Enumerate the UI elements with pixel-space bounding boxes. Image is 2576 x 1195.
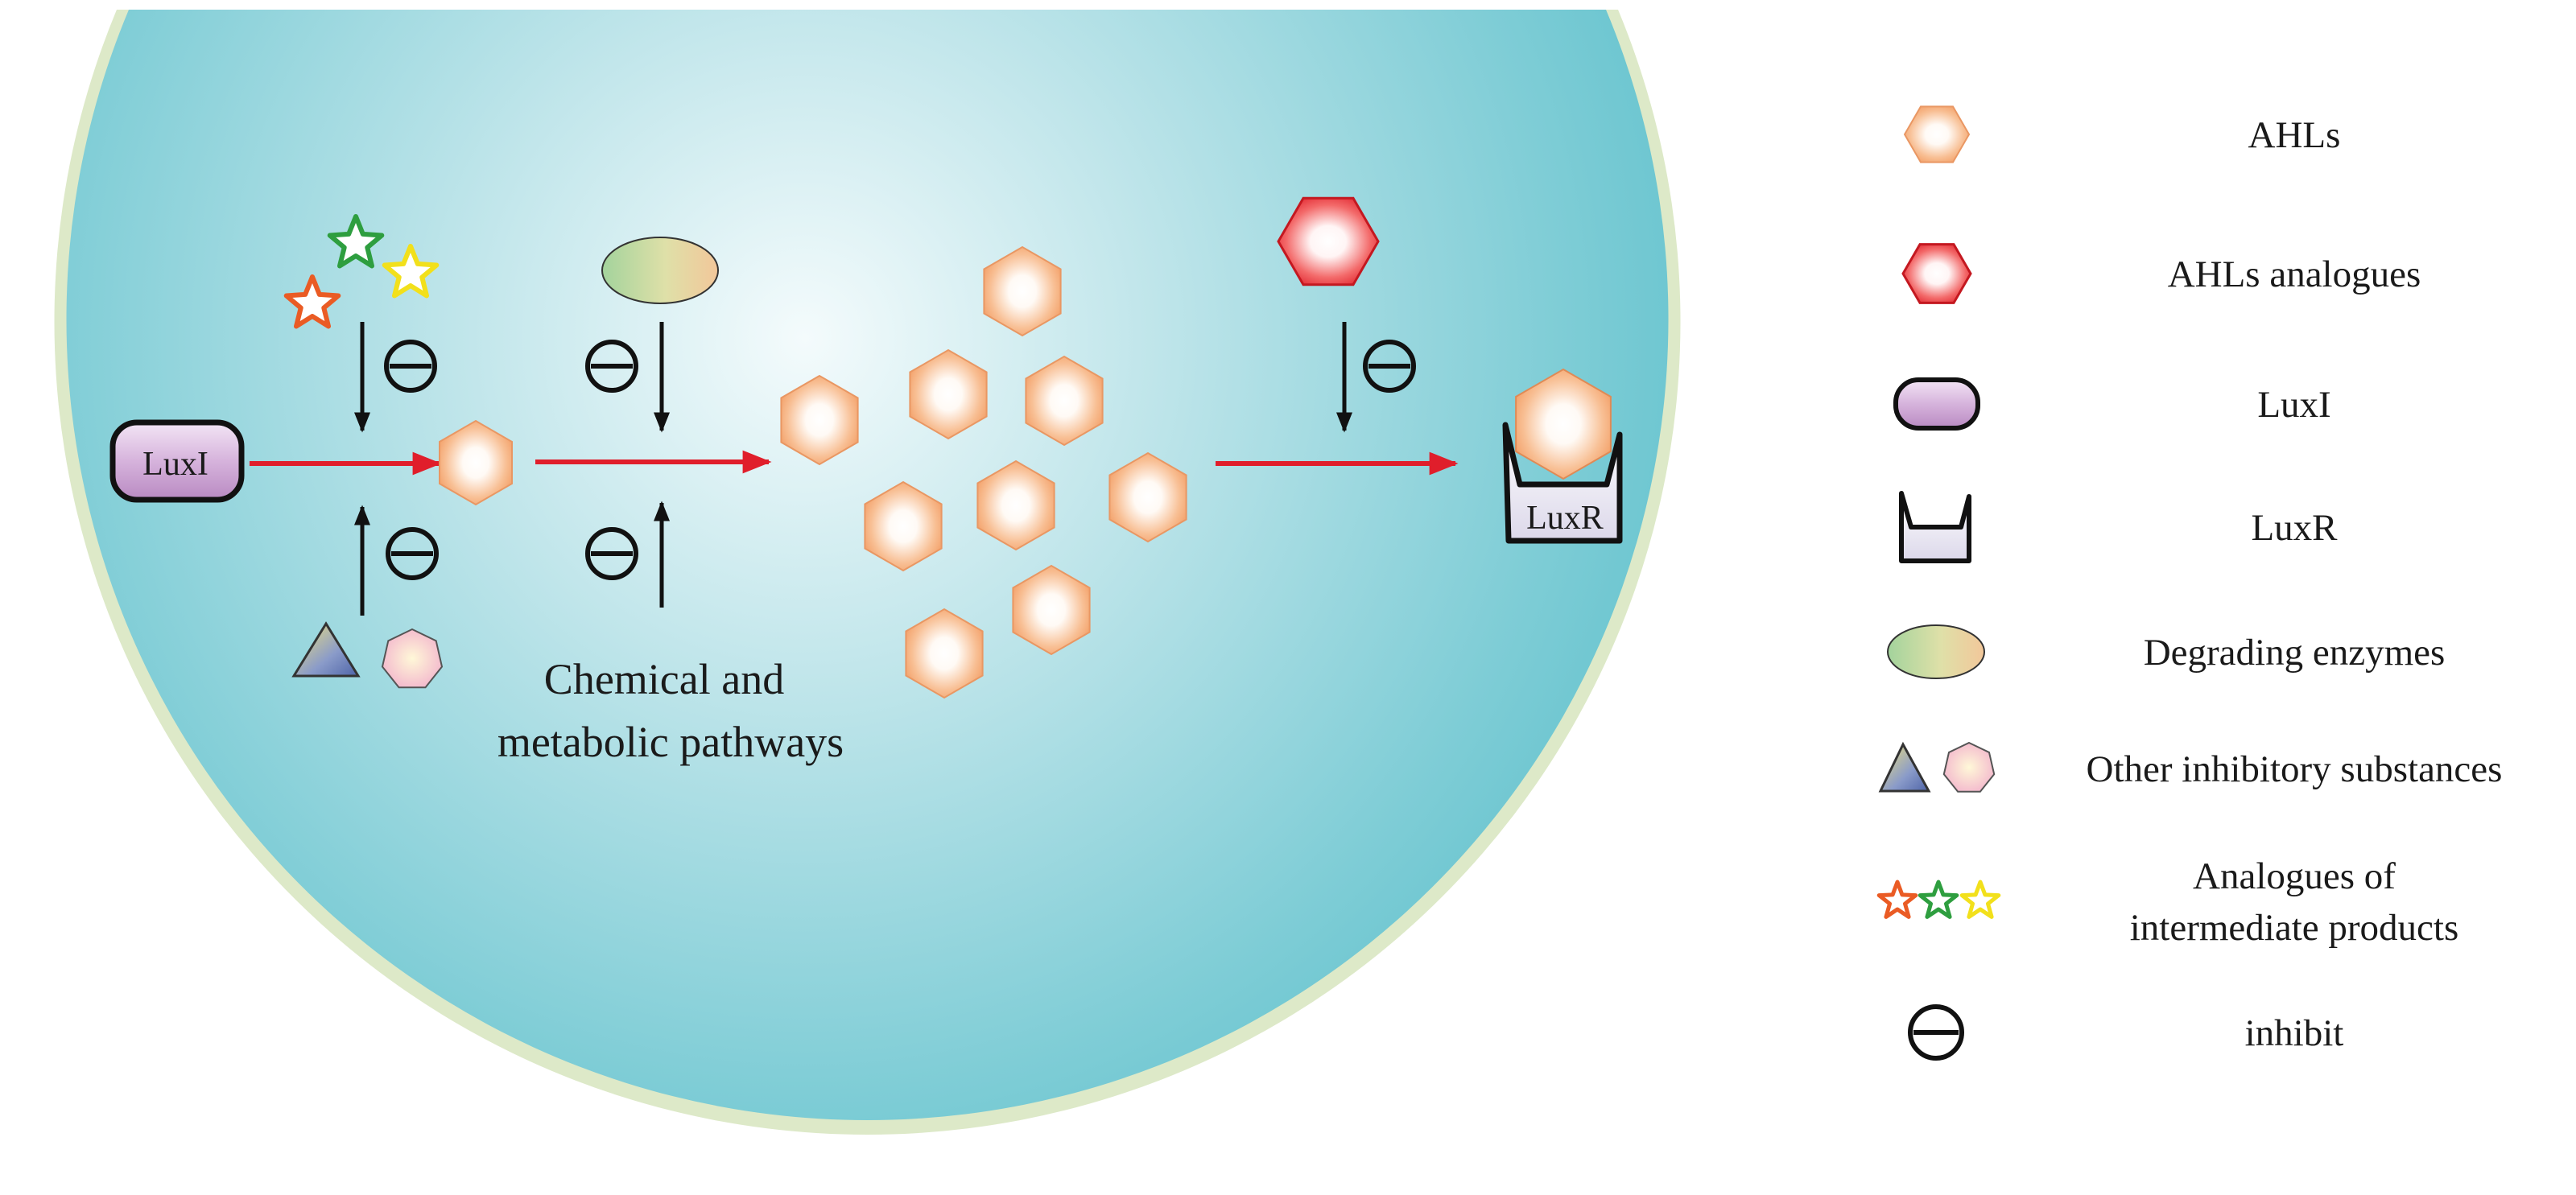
legend-item: AHLs analogues (1901, 243, 2421, 304)
ahl-hexagon-icon (864, 480, 943, 572)
ahl-analogue-hexagon-icon (1901, 243, 1972, 304)
luxi-label: LuxI (142, 446, 208, 483)
triangle-and-heptagon-icon (1878, 741, 1996, 793)
ahl-hexagon-icon (1012, 564, 1091, 656)
ahl-hexagon-icon (983, 245, 1062, 337)
cell-body (54, 10, 1681, 1135)
legend-label: AHLs analogues (2168, 253, 2421, 295)
ahl-hexagon-icon (439, 419, 513, 506)
three-stars-icon (1876, 880, 2001, 919)
legend-label: Other inhibitory substances (2087, 748, 2503, 790)
pathway-caption-line2: metabolic pathways (497, 718, 844, 766)
ahl-hexagon-icon (1025, 355, 1104, 447)
ahl-hexagon-icon (905, 608, 984, 699)
yellow-star-icon (382, 244, 440, 299)
luxr-bound-ahl (1515, 368, 1612, 480)
legend-label: LuxR (2251, 507, 2338, 549)
degrading-enzyme-ellipse-icon (601, 237, 719, 304)
ahl-cluster (439, 245, 1187, 699)
luxi-box: LuxI (109, 419, 245, 503)
inhibit-circle-minus-icon (386, 527, 439, 580)
legend-label: Analogues of (2193, 855, 2396, 897)
luxr-receptor-icon (1899, 491, 1971, 563)
luxr-label: LuxR (1526, 500, 1604, 537)
other-inhibitory-substances (291, 621, 444, 689)
ahl-analogue (1277, 196, 1380, 286)
legend-label: inhibit (2245, 1012, 2344, 1054)
ahl-hexagon-icon (976, 459, 1055, 551)
legend-item: inhibit (1908, 1004, 2344, 1061)
ahl-hexagon-icon (1108, 451, 1187, 543)
legend-item: AHLs (1903, 105, 2341, 163)
luxr-receptor: LuxR (1502, 368, 1623, 544)
legend-item: LuxI (1893, 377, 2331, 431)
ahl-hexagon-icon (909, 348, 988, 440)
green-star-icon (327, 214, 385, 269)
inhibit-circle-minus-icon (384, 340, 437, 393)
degrading-enzyme-ellipse-icon (1887, 624, 1985, 679)
legend-item: Degrading enzymes (1887, 624, 2446, 679)
legend-label: LuxI (2257, 384, 2330, 426)
legend-label: AHLs (2248, 114, 2341, 156)
orange-star-icon (283, 274, 341, 329)
intermediate-analogue-stars (283, 214, 440, 329)
ahl-hexagon-icon (780, 374, 859, 466)
ahl-hexagon-icon (1903, 105, 1971, 163)
legend-item: LuxR (1899, 491, 2338, 563)
pathway-caption-line1: Chemical and (544, 655, 784, 703)
heptagon-icon (381, 628, 444, 689)
luxi-rounded-box-icon (1893, 377, 1980, 431)
legend-label: Degrading enzymes (2144, 632, 2446, 674)
legend-item: Analogues of intermediate products (1876, 855, 2459, 949)
legend-label: intermediate products (2130, 907, 2459, 949)
triangle-icon (291, 621, 361, 678)
legend-item: Other inhibitory substances (1878, 741, 2503, 793)
inhibit-symbols (384, 340, 1416, 580)
inhibit-circle-minus-icon (585, 527, 638, 580)
inhibit-circle-minus-icon (1908, 1004, 1964, 1061)
inhibit-circle-minus-icon (585, 340, 638, 393)
inhibit-circle-minus-icon (1363, 340, 1416, 393)
ahl-analogue-hexagon-icon (1277, 196, 1380, 286)
